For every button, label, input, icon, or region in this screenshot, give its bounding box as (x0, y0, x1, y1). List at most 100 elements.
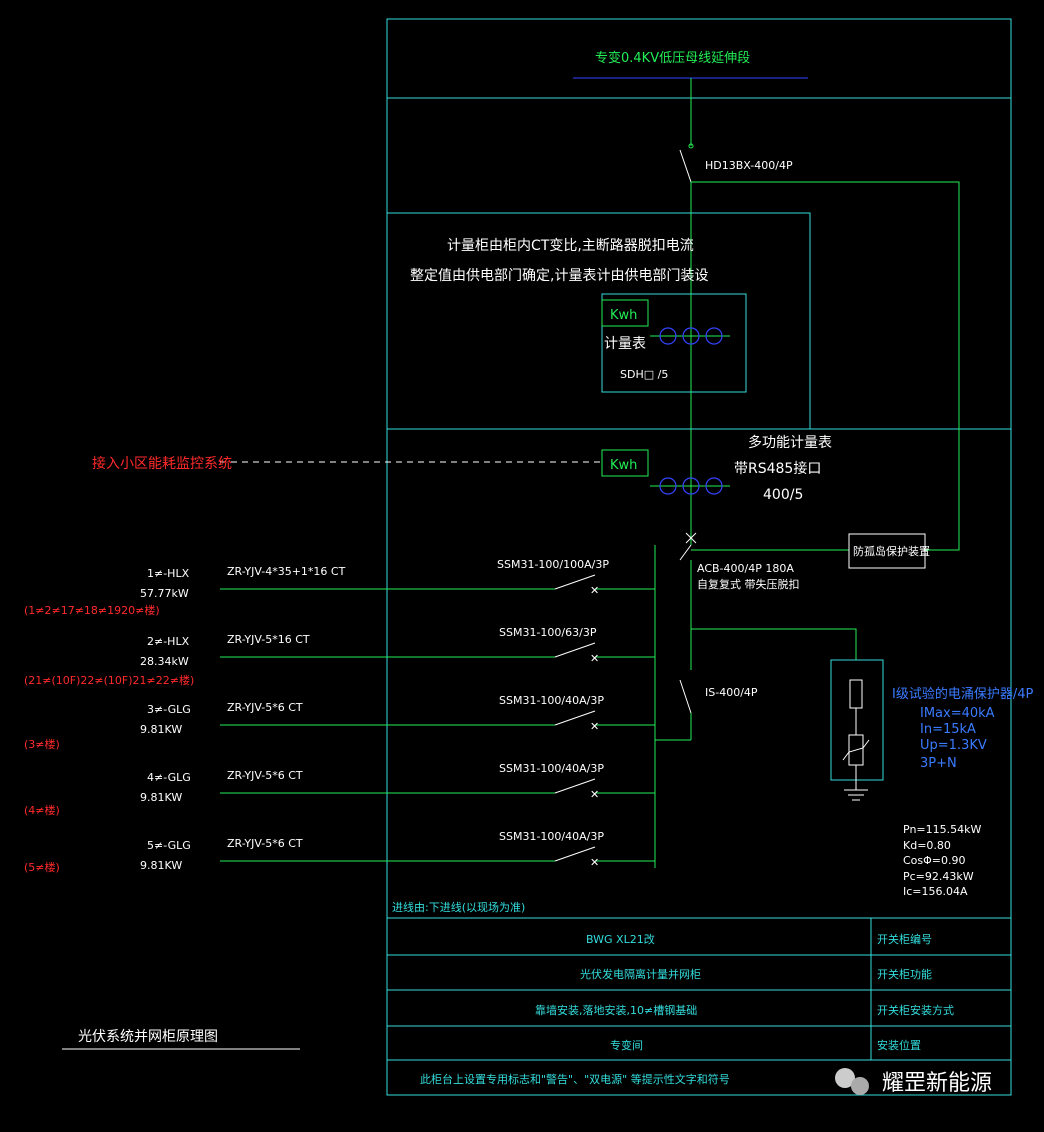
circuit-2-cable: ZR-YJV-5*16 CT (227, 633, 310, 646)
table-row-1-value: 光伏发电隔离计量并网柜 (580, 967, 701, 981)
table-row-1-label: 开关柜功能 (877, 967, 932, 981)
circuit-5-x: ✕ (590, 856, 599, 869)
circuit-4-x: ✕ (590, 788, 599, 801)
protection-feed-wire (691, 181, 960, 551)
wechat-icon-bubble-1 (835, 1068, 855, 1088)
meter-note-2: 整定值由供电部门确定,计量表计由供电部门装设 (410, 268, 708, 284)
circuit-2-x: ✕ (590, 652, 599, 665)
load-calc-1: Kd=0.80 (903, 839, 951, 852)
ct-label: SDH□ /5 (620, 368, 668, 381)
ct-coil-2a (659, 477, 677, 495)
monitoring-label: 接入小区能耗监控系统 (92, 455, 232, 472)
circuit-2-breaker-label: SSM31-100/63/3P (499, 626, 597, 639)
ct-coil-1c (705, 327, 723, 345)
circuit-3-note: (3≠楼) (24, 737, 60, 751)
load-calc-4: Ic=156.04A (903, 885, 968, 898)
circuit-2-note: (21≠(10F)22≠(10F)21≠22≠楼) (24, 673, 194, 687)
circuit-1-breaker (554, 574, 596, 590)
circuit-4-id: 4≠-GLG (147, 771, 191, 784)
circuit-5: ✕ 5≠-GLG 9.81KW ZR-YJV-5*6 CT SSM31-100/… (24, 830, 655, 874)
ct-coil-1a (659, 327, 677, 345)
circuit-2: ✕ 2≠-HLX 28.34kW ZR-YJV-5*16 CT SSM31-10… (24, 626, 655, 687)
bus-label: 专变0.4KV低压母线延伸段 (595, 50, 750, 66)
table-row-2-label: 开关柜安装方式 (877, 1003, 954, 1017)
meter-note-1: 计量柜由柜内CT变比,主断路器脱扣电流 (447, 238, 694, 254)
circuit-5-power: 9.81KW (140, 859, 182, 872)
meter-panel (601, 293, 747, 393)
spd-line-0: IMax=40kA (920, 706, 995, 721)
drawing-title: 光伏系统并网柜原理图 (78, 1029, 218, 1045)
kwh-text-1: Kwh (610, 308, 637, 323)
acb-label: ACB-400/4P 180A (697, 562, 794, 575)
ct-coil-1b (682, 327, 700, 345)
circuit-2-id: 2≠-HLX (147, 635, 190, 648)
circuit-3-x: ✕ (590, 720, 599, 733)
meter-box (386, 212, 811, 430)
table-row-0-value: BWG XL21改 (586, 932, 655, 946)
mf-meter-label-1: 多功能计量表 (748, 434, 832, 451)
table-row-4-value: 此柜台上设置专用标志和"警告"、"双电源" 等提示性文字和符号 (420, 1072, 730, 1086)
watermark-text: 耀罡新能源 (882, 1071, 992, 1096)
switch-pivot (688, 143, 694, 149)
main-switch-label: HD13BX-400/4P (705, 159, 793, 172)
circuit-3-breaker-label: SSM31-100/40A/3P (499, 694, 604, 707)
circuit-2-breaker (554, 642, 596, 658)
acb-sub-label: 自复复式 带失压脱扣 (697, 577, 800, 591)
circuit-5-breaker (554, 846, 596, 862)
circuit-1-note: (1≠2≠17≠18≠1920≠楼) (24, 603, 160, 617)
spd-title: Ⅰ级试验的电涌保护器/4P (892, 686, 1033, 702)
circuit-1-breaker-label: SSM31-100/100A/3P (497, 558, 609, 571)
load-calc-3: Pc=92.43kW (903, 870, 974, 883)
circuit-4-power: 9.81KW (140, 791, 182, 804)
spd-fuse (849, 679, 863, 709)
circuit-3-power: 9.81KW (140, 723, 182, 736)
table-row-2-value: 靠墙安装,落地安装,10≠槽钢基础 (535, 1003, 697, 1017)
acb-cross-2 (685, 532, 697, 544)
spd-line-3: 3P+N (920, 756, 957, 771)
isolator-label: IS-400/4P (705, 686, 758, 699)
circuit-3-id: 3≠-GLG (147, 703, 191, 716)
kwh-text-2: Kwh (610, 458, 637, 473)
circuit-1-cable: ZR-YJV-4*35+1*16 CT (227, 565, 346, 578)
circuit-1: ✕ 1≠-HLX 57.77kW ZR-YJV-4*35+1*16 CT SSM… (24, 558, 655, 617)
ct-coil-2b (682, 477, 700, 495)
spd-line-1: In=15kA (920, 722, 976, 737)
wiring-note: 进线由:下进线(以现场为准) (392, 900, 525, 914)
outer-frame (386, 18, 1012, 1096)
circuit-4-cable: ZR-YJV-5*6 CT (227, 769, 303, 782)
circuit-4-breaker-label: SSM31-100/40A/3P (499, 762, 604, 775)
circuit-1-id: 1≠-HLX (147, 567, 190, 580)
circuit-3-breaker (554, 710, 596, 726)
mf-meter-label-2: 带RS485接口 (734, 460, 821, 477)
circuit-5-breaker-label: SSM31-100/40A/3P (499, 830, 604, 843)
spd-feed-wire (691, 628, 857, 660)
load-calc-2: CosΦ=0.90 (903, 854, 966, 867)
circuit-3-cable: ZR-YJV-5*6 CT (227, 701, 303, 714)
spd-box (830, 659, 884, 781)
circuit-5-note: (5≠楼) (24, 860, 60, 874)
wechat-icon-bubble-2 (851, 1077, 869, 1095)
isolator-blade (679, 679, 692, 714)
main-switch-blade (679, 149, 692, 183)
circuit-1-x: ✕ (590, 584, 599, 597)
circuit-1-power: 57.77kW (140, 587, 189, 600)
circuit-4-note: (4≠楼) (24, 803, 60, 817)
circuit-5-id: 5≠-GLG (147, 839, 191, 852)
kwh-box-2 (601, 449, 649, 477)
ct-coil-2c (705, 477, 723, 495)
circuit-4: ✕ 4≠-GLG 9.81KW ZR-YJV-5*6 CT SSM31-100/… (24, 762, 655, 817)
meter-label: 计量表 (604, 336, 646, 352)
table-row-3-value: 专变间 (610, 1038, 643, 1052)
circuit-2-power: 28.34kW (140, 655, 189, 668)
circuit-3: ✕ 3≠-GLG 9.81KW ZR-YJV-5*6 CT SSM31-100/… (24, 694, 655, 751)
table-row-0-label: 开关柜编号 (877, 932, 932, 946)
acb-blade (679, 544, 692, 561)
mf-meter-ratio: 400/5 (763, 487, 803, 503)
table-row-3-label: 安装位置 (877, 1038, 921, 1052)
spd-varistor-slash (842, 739, 870, 761)
protection-device-label: 防孤岛保护装置 (853, 544, 930, 558)
spd-line-2: Up=1.3KV (920, 738, 987, 753)
circuit-5-cable: ZR-YJV-5*6 CT (227, 837, 303, 850)
